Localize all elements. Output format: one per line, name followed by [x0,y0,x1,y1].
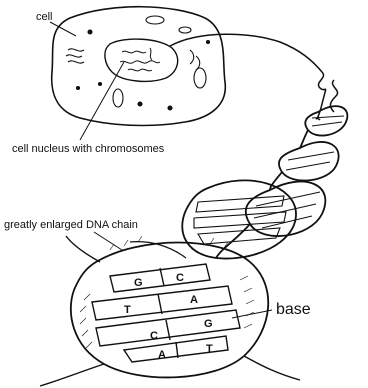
base-letter: C [176,272,184,284]
dna-chain-label: greatly enlarged DNA chain [4,219,138,231]
helix-loop-3 [246,182,326,236]
helix-loop-4 [182,180,296,258]
nucleus [105,39,178,81]
cell-illustration [52,7,226,126]
chromosomes [120,48,160,71]
nucleus-leader [80,62,124,140]
dna-chain-leader [94,232,122,250]
base-letter: G [204,318,213,330]
base-letter: T [206,343,213,355]
organelles [66,16,210,110]
helix-loop-2 [279,142,339,181]
helix-loop-1 [305,106,347,135]
base-letter: T [124,304,131,316]
base-label: base [276,301,311,318]
base-letter: G [134,277,143,289]
chromosome-strand [170,34,338,120]
base-pairs [92,264,240,362]
base-letter: C [150,330,158,342]
base-letter: A [190,294,198,306]
cell-leader [50,22,76,36]
base-letter: A [158,349,166,361]
nucleus-label: cell nucleus with chromosomes [12,143,165,155]
cell-label: cell [36,11,53,23]
